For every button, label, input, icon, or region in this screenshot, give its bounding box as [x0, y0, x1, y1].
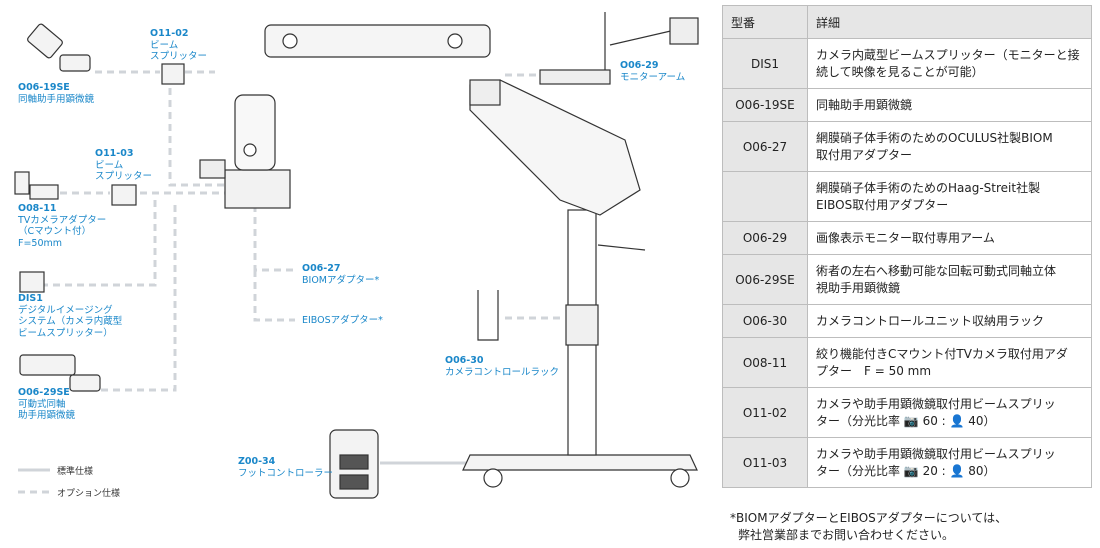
label-text: ビームスプリッター）	[18, 327, 113, 339]
label-o08-11: O08-11 TVカメラアダプター （Cマウント付） F=50mm	[18, 203, 106, 249]
label-text: BIOMアダプター*	[302, 274, 380, 286]
table-header-row: 型番 詳細	[722, 5, 1092, 39]
label-o11-02: O11-02 ビーム スプリッター	[150, 28, 207, 63]
cell-code: O06-19SE	[722, 88, 808, 122]
label-dis1: DIS1 デジタルイメージング システム（カメラ内蔵型 ビームスプリッター）	[18, 293, 122, 339]
header-model: 型番	[722, 5, 808, 39]
label-z00-34: Z00-34 フットコントローラー	[238, 456, 333, 479]
footnote: *BIOMアダプターとEIBOSアダプターについては、 弊社営業部までお問い合わ…	[730, 510, 1007, 544]
label-text: デジタルイメージング	[18, 304, 113, 316]
label-code: O11-02	[150, 28, 189, 39]
label-o06-29: O06-29 モニターアーム	[620, 60, 685, 83]
label-code: O06-29SE	[18, 387, 70, 398]
cell-detail: カメラコントロールユニット収納用ラック	[807, 304, 1092, 338]
label-text: スプリッター	[150, 51, 208, 62]
label-code: O08-11	[18, 203, 57, 214]
cell-code: O06-30	[722, 304, 808, 338]
label-text: スプリッター	[95, 171, 153, 182]
table-row: O11-02 カメラや助手用顕微鏡取付用ビームスプリッター（分光比率 📷 60 …	[722, 387, 1092, 438]
cell-detail: 絞り機能付きCマウント付TVカメラ取付用アダプター F = 50 mm	[807, 337, 1092, 388]
label-text: 可動式同軸	[18, 398, 66, 410]
label-o11-03: O11-03 ビーム スプリッター	[95, 148, 152, 183]
label-code: O06-30	[445, 355, 484, 366]
microscope-stand	[14, 12, 699, 499]
label-text: モニターアーム	[620, 71, 686, 83]
cell-code: DIS1	[722, 38, 808, 89]
label-o06-30: O06-30 カメラコントロールラック	[445, 355, 559, 378]
label-o06-29se: O06-29SE 可動式同軸 助手用顕微鏡	[18, 387, 75, 422]
label-text: 助手用顕微鏡	[18, 410, 76, 421]
legend-option: オプション仕様	[57, 489, 121, 499]
cell-detail: 術者の左右へ移動可能な回転可動式同軸立体視助手用顕微鏡	[807, 254, 1092, 305]
label-text: F=50mm	[18, 237, 63, 249]
footnote-line: 弊社営業部までお問い合わせください。	[738, 528, 955, 542]
table-row: O08-11 絞り機能付きCマウント付TVカメラ取付用アダプター F = 50 …	[722, 337, 1092, 388]
cell-code: O06-29SE	[722, 254, 808, 305]
label-eibos: EIBOSアダプター*	[302, 315, 383, 327]
cell-detail: 画像表示モニター取付専用アーム	[807, 221, 1092, 255]
microscope-diagram: O06-19SE 同軸助手用顕微鏡 O11-02 ビーム スプリッター O11-…	[14, 12, 699, 499]
cell-detail: カメラ内蔵型ビームスプリッター（モニターと接続して映像を見ることが可能）	[807, 38, 1092, 89]
table-row: O11-03 カメラや助手用顕微鏡取付用ビームスプリッター（分光比率 📷 20 …	[722, 437, 1092, 488]
cell-detail: カメラや助手用顕微鏡取付用ビームスプリッター（分光比率 📷 20 : 👤 80）	[807, 437, 1092, 488]
cell-detail: 同軸助手用顕微鏡	[807, 88, 1092, 122]
cell-code: O08-11	[722, 337, 808, 388]
label-o06-27: O06-27 BIOMアダプター*	[302, 263, 379, 286]
cell-code: O11-02	[722, 387, 808, 438]
table-row: O06-29SE 術者の左右へ移動可能な回転可動式同軸立体視助手用顕微鏡	[722, 254, 1092, 305]
label-text: EIBOSアダプター*	[302, 315, 383, 326]
label-text: 同軸助手用顕微鏡	[18, 93, 95, 105]
cell-code: O06-29	[722, 221, 808, 255]
diagram-svg	[14, 12, 699, 499]
label-code: O06-19SE	[18, 82, 70, 93]
cell-detail: カメラや助手用顕微鏡取付用ビームスプリッター（分光比率 📷 60 : 👤 40）	[807, 387, 1092, 438]
header-detail: 詳細	[807, 5, 1092, 39]
cell-code: O06-27	[722, 121, 808, 172]
label-code: Z00-34	[238, 456, 276, 467]
label-text: ビーム	[150, 39, 179, 51]
table-row: O06-30 カメラコントロールユニット収納用ラック	[722, 304, 1092, 338]
label-code: O11-03	[95, 148, 134, 159]
label-code: DIS1	[18, 293, 43, 304]
label-text: （Cマウント付）	[18, 226, 92, 237]
label-text: システム（カメラ内蔵型	[18, 316, 123, 327]
label-text: ビーム	[95, 159, 124, 171]
cell-code: O11-03	[722, 437, 808, 488]
legend-standard: 標準仕様	[57, 467, 94, 477]
table-row: DIS1 カメラ内蔵型ビームスプリッター（モニターと接続して映像を見ることが可能…	[722, 38, 1092, 89]
label-o06-19se: O06-19SE 同軸助手用顕微鏡	[18, 82, 94, 105]
option-lines	[18, 70, 562, 494]
label-code: O06-29	[620, 60, 659, 71]
label-code: O06-27	[302, 263, 341, 274]
footnote-line: *BIOMアダプターとEIBOSアダプターについては、	[730, 511, 1008, 525]
table-row: O06-29 画像表示モニター取付専用アーム	[722, 221, 1092, 255]
cell-code	[722, 171, 808, 222]
label-text: フットコントローラー	[238, 467, 334, 479]
label-text: カメラコントロールラック	[445, 366, 560, 378]
table-row: O06-19SE 同軸助手用顕微鏡	[722, 88, 1092, 122]
spec-table: 型番 詳細 DIS1 カメラ内蔵型ビームスプリッター（モニターと接続して映像を見…	[722, 5, 1092, 488]
label-text: TVカメラアダプター	[18, 214, 107, 226]
